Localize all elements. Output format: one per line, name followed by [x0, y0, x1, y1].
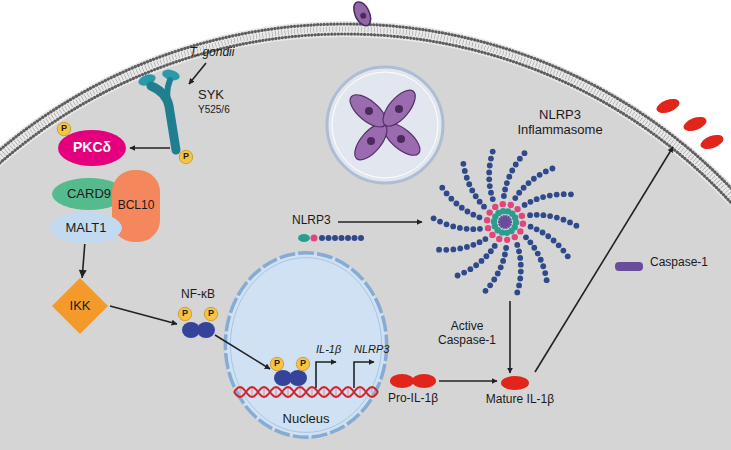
nlrp3-molecule: [298, 234, 364, 242]
phospho-badge: P: [204, 307, 218, 321]
text-label: NF-κB: [181, 288, 215, 302]
arrows: [110, 63, 673, 381]
kinase-diamond: IKK: [52, 278, 108, 334]
text-label: SYK: [198, 88, 224, 103]
syk-receptor: [137, 68, 181, 150]
text-label: Active Caspase-1: [431, 320, 503, 348]
node-label: PKCδ: [73, 140, 111, 155]
node-label: BCL10: [118, 199, 155, 212]
node-label: CARD9: [67, 187, 111, 201]
cell-membrane: [0, 21, 731, 450]
phospho-badge: P: [57, 122, 71, 136]
parasitophorous-vacuole: [327, 67, 443, 183]
node-label: Nucleus: [283, 412, 330, 426]
nfkb-dimer: [274, 370, 307, 386]
phospho-badge: P: [179, 150, 193, 164]
text-label: Caspase-1: [650, 256, 708, 270]
text-label: NLRP3: [354, 343, 389, 356]
arrows: [215, 335, 374, 388]
node-label: IKK: [70, 299, 91, 313]
phospho-label: P: [274, 359, 280, 369]
dna-helix: [234, 387, 378, 397]
arrow-head: [79, 270, 87, 278]
text-label: NLRP3: [292, 214, 331, 228]
phospho-label: P: [208, 309, 214, 319]
protein-oval: PKCδ: [58, 130, 126, 166]
parasite: [350, 0, 374, 28]
nfkb-dimer: [182, 322, 215, 338]
text-label: Pro-IL-1β: [388, 392, 438, 406]
phospho-label: P: [183, 152, 189, 162]
il1b-symbols: [390, 96, 725, 390]
node-label: MALT1: [66, 221, 107, 235]
phospho-badge: P: [178, 307, 192, 321]
phospho-badge: P: [270, 357, 284, 371]
phospho-label: P: [300, 359, 306, 369]
text-label: IL-1β: [316, 343, 341, 356]
protein-oval: MALT1: [50, 212, 122, 244]
text-label: Mature IL-1β: [486, 393, 554, 407]
phospho-label: P: [61, 124, 67, 134]
text-label: T. gondii: [190, 46, 235, 60]
phospho-badge: P: [296, 357, 310, 371]
inflammasome: [431, 149, 580, 296]
phospho-label: P: [182, 309, 188, 319]
text-label: NLRP3 Inflammasome: [510, 108, 610, 138]
text-label: Y525/6: [198, 104, 230, 116]
caspase-1-symbol: [615, 262, 643, 271]
